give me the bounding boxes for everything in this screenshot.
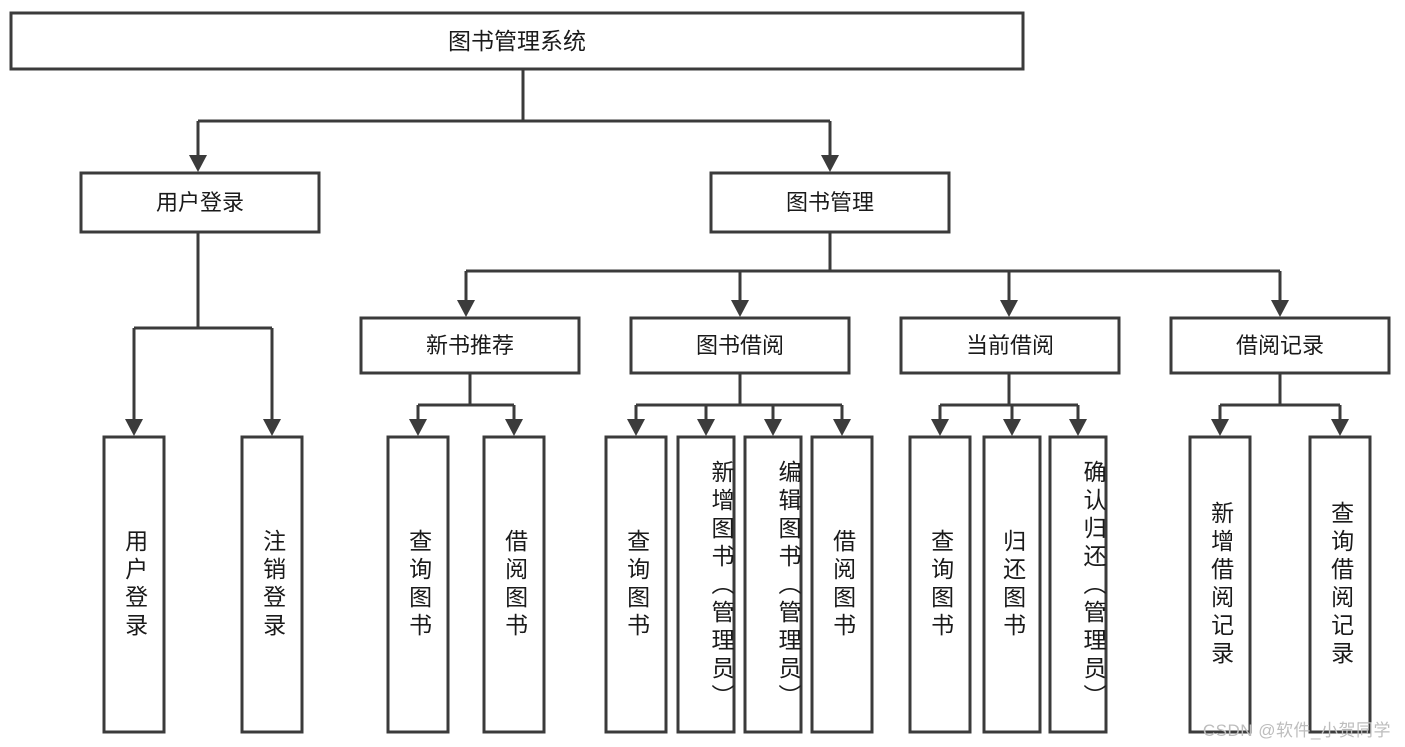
leaf-node-query-book-1-textwrap: 查询图书 (405, 528, 432, 641)
leaf-node-user-login-textwrap: 用户登录 (121, 528, 148, 641)
node-root-label: 图书管理系统 (448, 28, 586, 54)
node-book-borrow-label: 图书借阅 (696, 333, 784, 358)
arrowhead-leaf-add-record (1211, 419, 1229, 436)
leaf-node-user-login[interactable]: 用户登录 (102, 435, 166, 734)
arrowhead-leaf-user-login (125, 419, 143, 436)
leaf-node-confirm-return-label: 确认归还（管理员） (1080, 459, 1106, 712)
arrowhead-leaf-query-book-2 (627, 419, 645, 436)
leaf-node-return-book-box[interactable] (982, 435, 1042, 734)
arrowhead-leaf-borrow-book-1 (505, 419, 523, 436)
leaf-node-query-book-2-box[interactable] (604, 435, 668, 734)
node-layer: 图书管理系统 用户登录 图书管理 新书推荐 图书借阅 当前 (9, 11, 1391, 734)
leaf-node-edit-book-box[interactable] (743, 435, 803, 734)
arrowhead-leaf-logout (263, 419, 281, 436)
leaf-node-add-book-label: 新增图书（管理员） (708, 459, 734, 712)
arrowhead-leaf-return-book (1003, 419, 1021, 436)
leaf-node-add-book-box[interactable] (676, 435, 736, 734)
arrowhead-leaf-query-book-1 (409, 419, 427, 436)
arrowhead-leaf-query-record (1331, 419, 1349, 436)
leaf-node-query-book-3[interactable]: 查询图书 (908, 435, 972, 734)
arrowhead-new-book-rec (457, 300, 475, 317)
leaf-node-return-book[interactable]: 归还图书 (982, 435, 1042, 734)
leaf-node-borrow-book-1-label: 借阅图书 (501, 528, 528, 641)
leaf-node-confirm-return-box[interactable] (1048, 435, 1108, 734)
leaf-node-add-record-textwrap: 新增借阅记录 (1207, 500, 1234, 669)
arrowhead-book-manage (821, 155, 839, 172)
leaf-node-query-book-1-label: 查询图书 (405, 528, 432, 641)
node-book-manage[interactable]: 图书管理 (709, 171, 951, 234)
leaf-node-logout-box[interactable] (240, 435, 304, 734)
node-book-manage-label: 图书管理 (786, 190, 874, 215)
leaf-node-query-book-2-textwrap: 查询图书 (623, 528, 650, 641)
node-new-book-rec-label: 新书推荐 (426, 333, 514, 358)
arrowhead-leaf-borrow-book-2 (833, 419, 851, 436)
leaf-node-query-record-box[interactable] (1308, 435, 1372, 734)
arrowhead-leaf-query-book-3 (931, 419, 949, 436)
leaf-node-add-book[interactable]: 新增图书（管理员） (676, 435, 736, 734)
leaf-node-query-book-1-box[interactable] (386, 435, 450, 734)
node-new-book-rec-box[interactable] (359, 316, 581, 375)
leaf-node-borrow-book-2-label: 借阅图书 (829, 528, 856, 641)
node-borrow-record-label: 借阅记录 (1236, 333, 1324, 358)
csdn-watermark: CSDN @软件_小贺同学 (1202, 721, 1391, 740)
leaf-node-confirm-return-textwrap: 确认归还（管理员） (1080, 459, 1106, 712)
node-book-borrow-box[interactable] (629, 316, 851, 375)
leaf-node-borrow-book-1-textwrap: 借阅图书 (501, 528, 528, 641)
leaf-node-query-book-3-label: 查询图书 (927, 528, 954, 641)
node-book-borrow[interactable]: 图书借阅 (629, 316, 851, 375)
arrowhead-leaf-confirm-return (1069, 419, 1087, 436)
leaf-node-query-record-label: 查询借阅记录 (1327, 500, 1354, 669)
leaf-node-borrow-book-2[interactable]: 借阅图书 (810, 435, 874, 734)
leaf-node-return-book-label: 归还图书 (999, 528, 1026, 641)
node-user-login-label: 用户登录 (156, 190, 244, 215)
leaf-node-borrow-book-1[interactable]: 借阅图书 (482, 435, 546, 734)
leaf-node-add-record[interactable]: 新增借阅记录 (1188, 435, 1252, 734)
node-current-borrow-label: 当前借阅 (966, 333, 1054, 358)
leaf-node-edit-book[interactable]: 编辑图书（管理员） (743, 435, 803, 734)
leaf-node-query-record-textwrap: 查询借阅记录 (1327, 500, 1354, 669)
leaf-node-query-book-2[interactable]: 查询图书 (604, 435, 668, 734)
leaf-node-query-book-1[interactable]: 查询图书 (386, 435, 450, 734)
leaf-node-add-record-box[interactable] (1188, 435, 1252, 734)
leaf-node-borrow-book-2-textwrap: 借阅图书 (829, 528, 856, 641)
leaf-node-borrow-book-2-box[interactable] (810, 435, 874, 734)
leaf-node-confirm-return[interactable]: 确认归还（管理员） (1048, 435, 1108, 734)
leaf-node-add-record-label: 新增借阅记录 (1207, 500, 1234, 669)
node-current-borrow[interactable]: 当前借阅 (899, 316, 1121, 375)
arrowhead-borrow-record (1271, 300, 1289, 317)
leaf-node-query-book-3-box[interactable] (908, 435, 972, 734)
node-borrow-record-box[interactable] (1169, 316, 1391, 375)
leaf-node-query-book-2-label: 查询图书 (623, 528, 650, 641)
leaf-node-query-record[interactable]: 查询借阅记录 (1308, 435, 1372, 734)
node-new-book-rec[interactable]: 新书推荐 (359, 316, 581, 375)
arrowhead-current-borrow (1000, 300, 1018, 317)
arrowhead-leaf-add-book (697, 419, 715, 436)
leaf-node-user-login-box[interactable] (102, 435, 166, 734)
node-user-login[interactable]: 用户登录 (79, 171, 321, 234)
leaf-node-return-book-textwrap: 归还图书 (999, 528, 1026, 641)
leaf-node-logout[interactable]: 注销登录 (240, 435, 304, 734)
node-book-manage-box[interactable] (709, 171, 951, 234)
leaf-node-borrow-book-1-box[interactable] (482, 435, 546, 734)
leaf-node-logout-textwrap: 注销登录 (259, 528, 286, 641)
node-current-borrow-box[interactable] (899, 316, 1121, 375)
node-root[interactable]: 图书管理系统 (9, 11, 1025, 71)
leaf-node-add-book-textwrap: 新增图书（管理员） (708, 459, 734, 712)
node-root-box[interactable] (9, 11, 1025, 71)
leaf-node-user-login-label: 用户登录 (121, 528, 148, 641)
leaf-node-edit-book-textwrap: 编辑图书（管理员） (775, 459, 801, 712)
leaf-node-query-book-3-textwrap: 查询图书 (927, 528, 954, 641)
arrowhead-user-login (189, 155, 207, 172)
node-user-login-box[interactable] (79, 171, 321, 234)
leaf-node-edit-book-label: 编辑图书（管理员） (775, 459, 801, 712)
arrowhead-book-borrow (731, 300, 749, 317)
node-borrow-record[interactable]: 借阅记录 (1169, 316, 1391, 375)
arrowhead-leaf-edit-book (764, 419, 782, 436)
connector-layer (125, 69, 1349, 436)
leaf-node-logout-label: 注销登录 (259, 528, 286, 641)
